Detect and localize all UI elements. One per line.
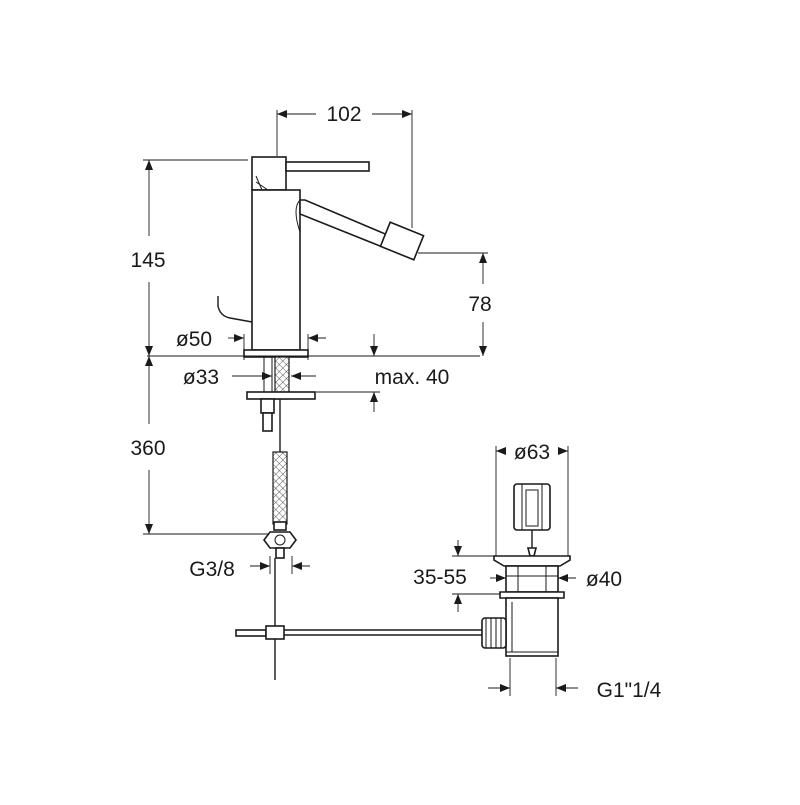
waste-upper-detail [506,566,558,592]
label-total-height: 145 [130,249,165,272]
label-waste-thread: G1"1/4 [597,679,662,702]
hose-tail [275,547,285,559]
hose-ferrule [273,521,287,531]
hose-nut [263,531,297,549]
label-pop-up-diameter: ø63 [514,441,550,464]
arrowhead [370,346,378,356]
arrowhead [496,447,506,455]
label-waste-diameter: ø40 [586,568,622,591]
arrowhead [145,356,153,366]
spout-outlet [379,221,425,261]
linkage-block [265,625,285,640]
dimension-lines [143,110,578,696]
pop-up-waste [481,483,571,657]
arrowhead [479,346,487,356]
arrowhead [292,562,302,570]
label-hole-diameter: ø33 [183,366,219,389]
arrowhead [454,594,462,604]
arrowhead [454,546,462,556]
fixing-plate [246,391,316,400]
under-deck-fixings [235,356,482,680]
arrowhead [402,110,412,118]
label-max-deck-thickness: max. 40 [375,366,450,389]
plug-grip-inner [525,489,539,527]
linkage-nut-knurl [485,618,502,648]
spout-arm [299,199,391,252]
linkage-clip [235,629,267,637]
arrowhead [234,334,244,342]
mixer-body [217,156,425,358]
flexible-hose [272,451,288,525]
label-hose-length: 360 [130,437,165,460]
arrowhead [370,392,378,402]
arrowhead [479,253,487,263]
label-base-diameter: ø50 [176,328,212,351]
handle-cap [251,156,287,191]
label-pop-up-range: 35-55 [413,566,467,589]
arrowhead [500,684,510,692]
arrowhead [262,372,272,380]
linkage-nut [481,617,507,649]
lever-handle [285,161,370,172]
arrowhead [308,334,318,342]
plug-head [513,483,551,531]
waste-nut [499,591,565,599]
arrowhead [277,110,287,118]
label-hose-thread: G3/8 [189,558,235,581]
fixing-stud [262,412,273,432]
label-spout-reach: 102 [326,103,361,126]
hose-nut-bore [274,534,286,546]
waste-upper-body [505,565,559,593]
label-spout-height: 78 [468,293,491,316]
arrowhead [145,160,153,170]
fixing-nut [260,398,275,414]
plug-stem-tip [526,547,538,557]
body-column [251,189,301,351]
waste-flange [493,555,571,567]
handle-detail [255,175,269,191]
pop-up-rod [217,296,253,323]
waste-tailpiece [505,597,559,657]
arrowhead [145,346,153,356]
arrowhead [260,562,270,570]
arrowhead [496,574,506,582]
spout-curve [295,199,301,233]
arrowhead [291,372,301,380]
arrowhead [145,524,153,534]
dimension-labels: 102 145 78 ø50 ø33 max. 40 360 G3/8 ø63 … [130,103,661,702]
arrowhead [558,447,568,455]
arrowhead [558,574,568,582]
arrowhead [556,684,566,692]
